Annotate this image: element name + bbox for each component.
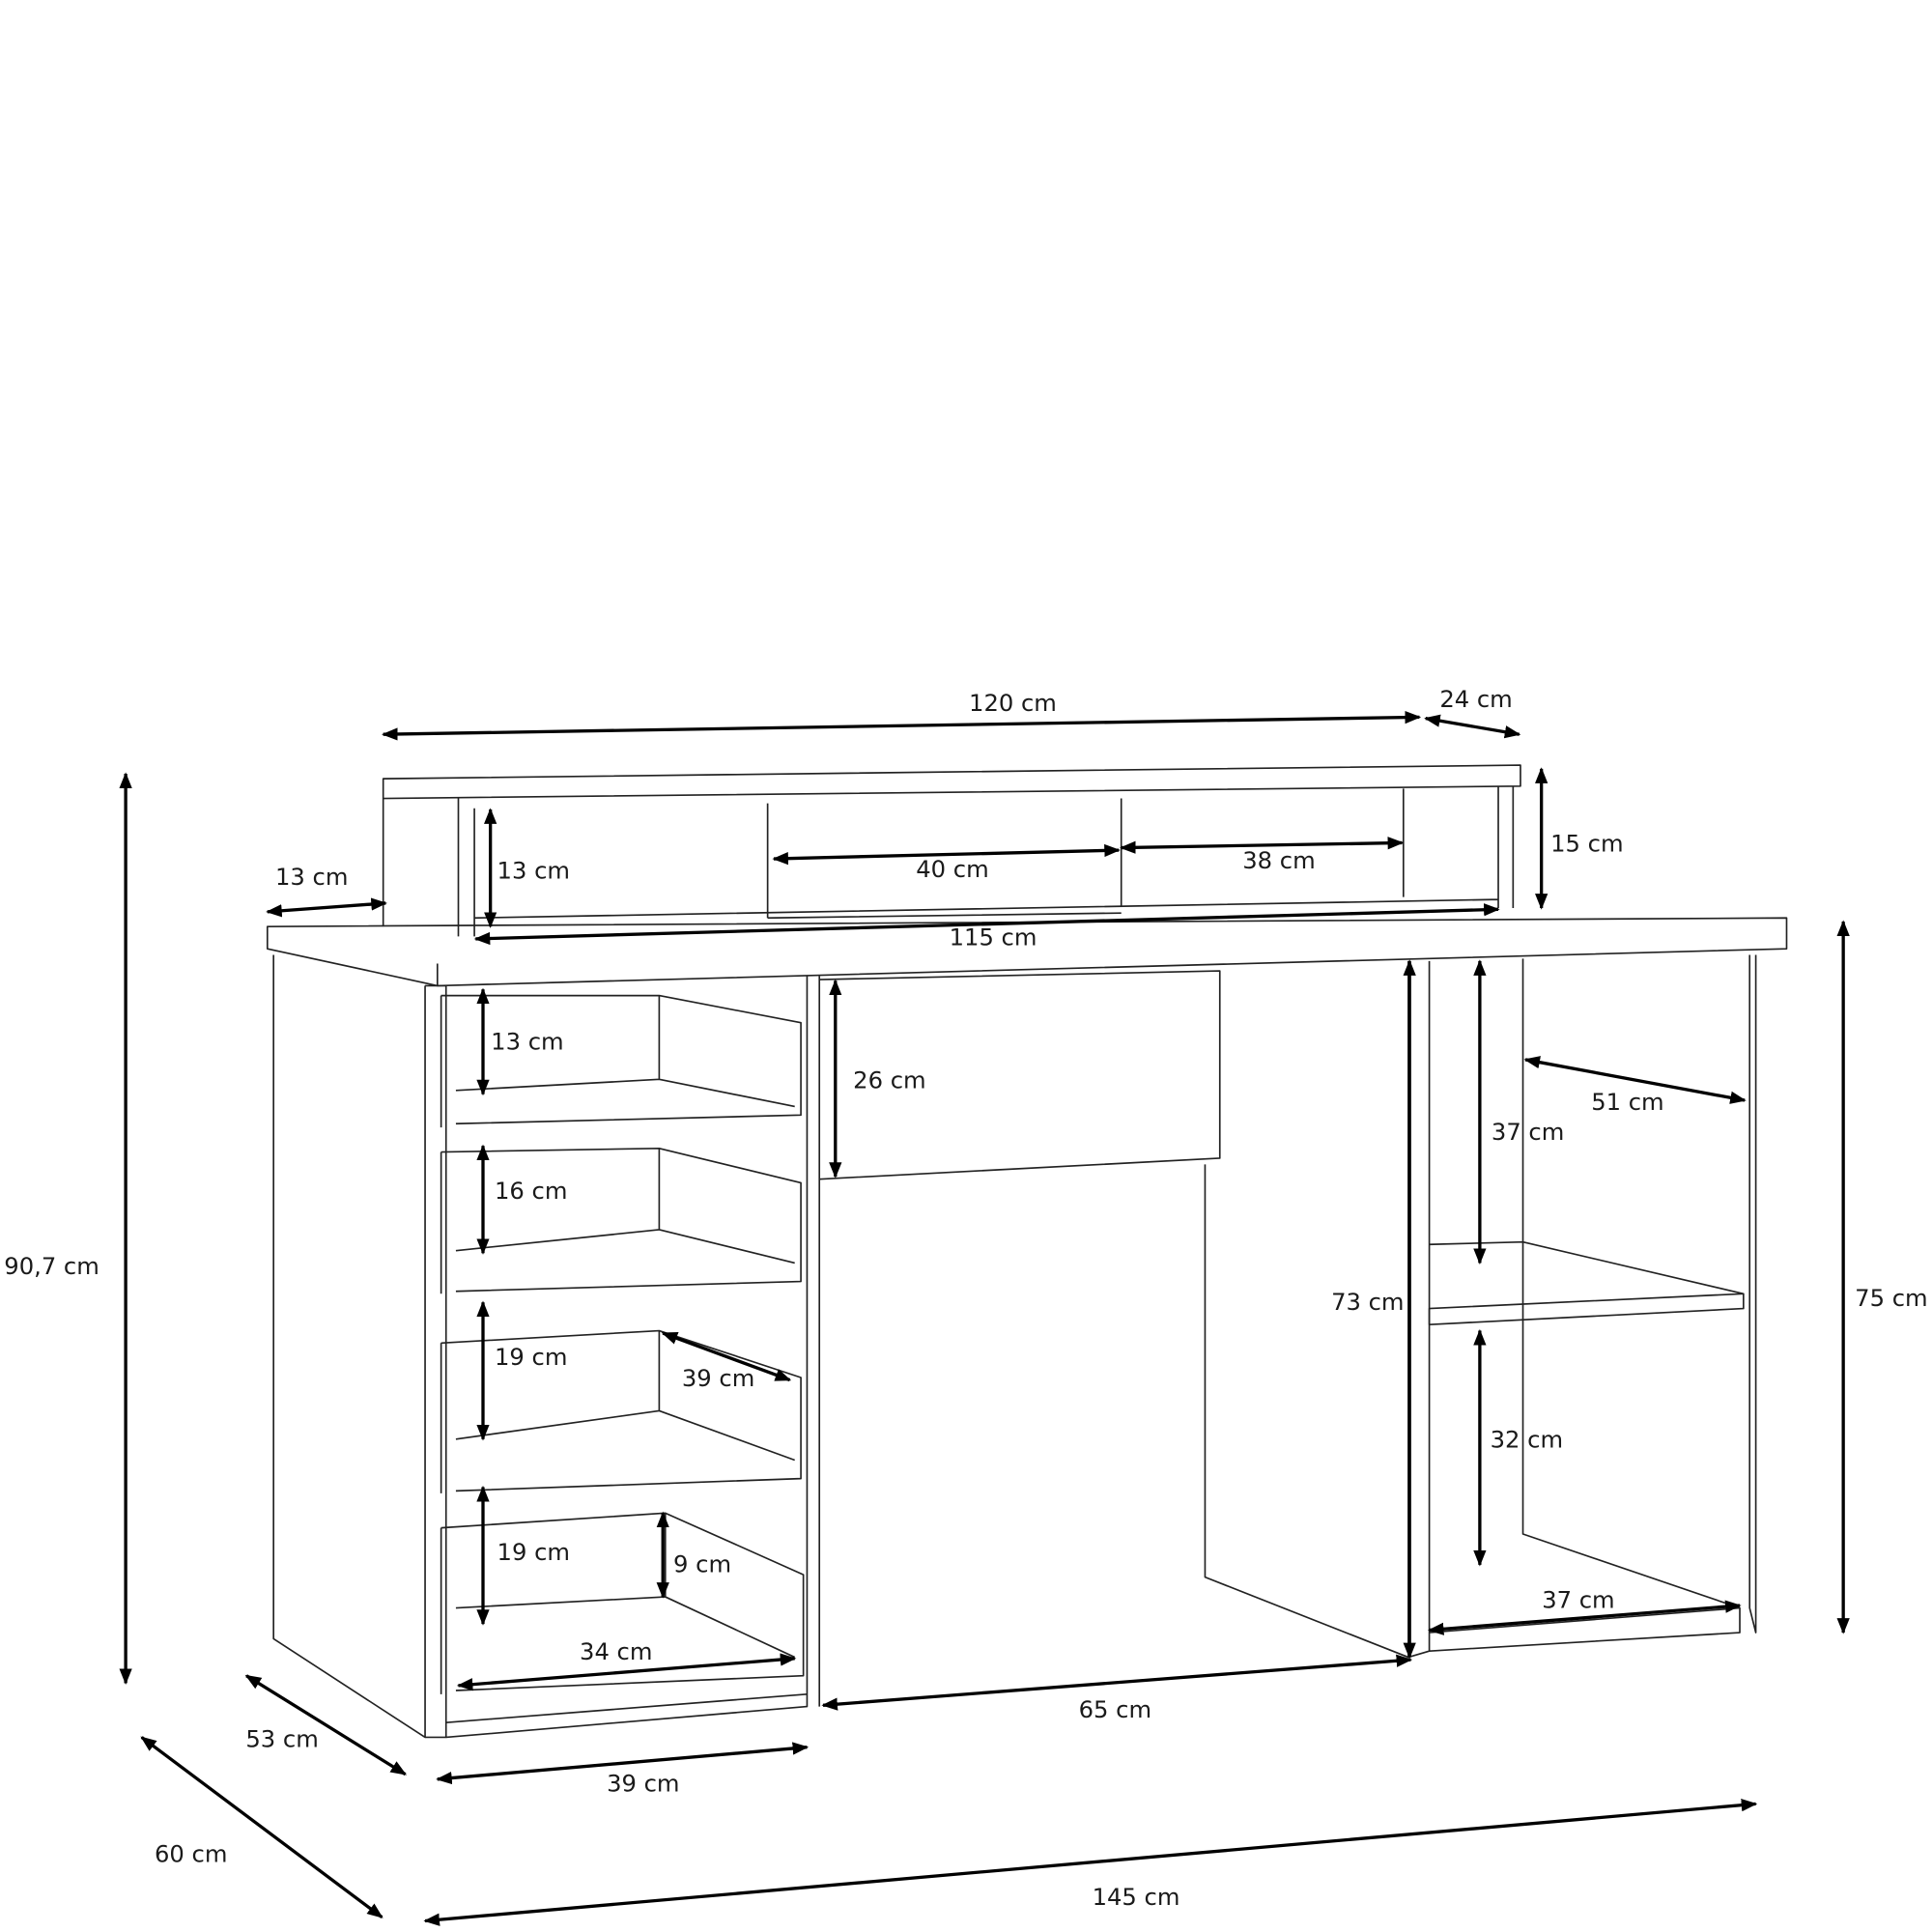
center-drawer-height-label: 26 cm	[853, 1066, 925, 1094]
hutch-inner-width-arrow	[473, 903, 1500, 946]
drawer-depth-arrow	[661, 1331, 792, 1382]
total-width-label: 145 cm	[1093, 1884, 1180, 1911]
total-depth-arrow	[140, 1736, 384, 1919]
total-width-arrow	[423, 1799, 1758, 1926]
dimension-lines	[119, 710, 1850, 1926]
drawer-depth-label: 39 cm	[682, 1365, 754, 1392]
desk-outline	[266, 764, 1788, 1739]
drawer-inner-width-arrow	[456, 1653, 797, 1691]
desk-top	[266, 917, 1788, 987]
total-height-label: 90,7 cm	[4, 1253, 99, 1280]
drawer-inner-height-label: 9 cm	[673, 1551, 731, 1578]
hutch-compartment-right-arrow	[1120, 837, 1405, 854]
hutch-depth-arrow	[1424, 714, 1521, 739]
hutch-inner-width-label: 115 cm	[950, 923, 1037, 951]
knee-height-label: 73 cm	[1331, 1289, 1404, 1316]
knee-width-arrow	[821, 1654, 1413, 1711]
shelf-depth-label: 51 cm	[1591, 1089, 1663, 1116]
hutch-offset-arrow	[266, 897, 387, 918]
center-section	[819, 970, 1409, 1659]
hutch	[382, 764, 1521, 937]
hutch-height-label: 15 cm	[1550, 830, 1623, 857]
drawer4-height-label: 19 cm	[497, 1539, 570, 1566]
hutch-compartment-middle-label: 40 cm	[916, 856, 988, 883]
shelf-width-label: 37 cm	[1542, 1587, 1614, 1614]
total-depth-label: 60 cm	[155, 1840, 227, 1867]
lower-shelf-height-label: 32 cm	[1491, 1427, 1563, 1454]
pedestal-width-label: 39 cm	[607, 1771, 679, 1798]
knee-width-label: 65 cm	[1079, 1696, 1151, 1723]
upper-shelf-height-label: 37 cm	[1492, 1119, 1564, 1146]
right-pedestal	[1407, 954, 1757, 1659]
shelf-depth-arrow	[1523, 1056, 1747, 1104]
shelf-width-arrow	[1427, 1600, 1742, 1635]
hutch-compartment-right-label: 38 cm	[1242, 847, 1315, 874]
left-pedestal	[272, 954, 821, 1739]
drawer3-height-label: 19 cm	[495, 1344, 567, 1371]
hutch-width-arrow	[382, 710, 1422, 741]
drawer-inner-width-label: 34 cm	[580, 1638, 652, 1665]
pedestal-width-arrow	[436, 1742, 810, 1785]
hutch-offset-label: 13 cm	[275, 864, 348, 891]
hutch-compartment-middle-arrow	[772, 843, 1121, 866]
pedestal-depth-label: 53 cm	[245, 1726, 318, 1753]
hutch-depth-label: 24 cm	[1439, 686, 1512, 713]
hutch-width-label: 120 cm	[969, 690, 1057, 717]
dimension-labels: 120 cm 24 cm 13 cm 13 cm 40 cm 38 cm 15 cm 115 …	[4, 686, 1927, 1911]
hutch-inner-height-label: 13 cm	[497, 857, 570, 884]
desk-height-label: 75 cm	[1855, 1285, 1927, 1312]
drawer2-height-label: 16 cm	[495, 1178, 567, 1205]
drawer1-height-label: 13 cm	[491, 1029, 563, 1056]
